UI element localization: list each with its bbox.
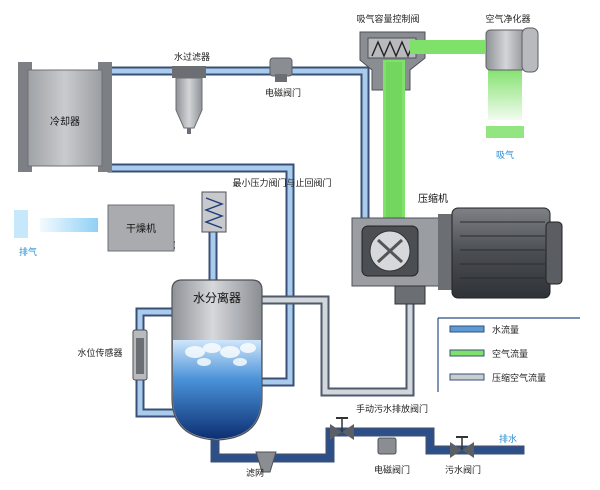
intake-label: 吸气 xyxy=(496,149,514,161)
solenoid-valve-bottom: 电磁阀门 xyxy=(374,437,410,476)
water-filter: 水过滤器 xyxy=(172,51,210,134)
exhaust-label: 排气 xyxy=(19,246,37,258)
legend: 水流量 空气流量 压缩空气流量 xyxy=(437,317,580,392)
air-filter-label: 空气净化器 xyxy=(485,13,530,25)
water-bubbles xyxy=(185,343,256,366)
legend-item-compressed-air: 压缩空气流量 xyxy=(449,372,546,384)
manual-drain-valve-label: 手动污水排放阀门 xyxy=(356,403,428,415)
manual-drain-valve: 手动污水排放阀门 xyxy=(330,403,428,440)
strainer: 滤网 xyxy=(246,451,277,479)
air-filter: 空气净化器 吸气 xyxy=(485,13,539,161)
solenoid-valve-bottom-label: 电磁阀门 xyxy=(374,464,410,476)
legend-item-water: 水流量 xyxy=(449,324,519,336)
svg-text:空气流量: 空气流量 xyxy=(492,348,528,360)
drain-label: 排水 xyxy=(499,433,517,445)
solenoid-valve-top: 电磁阀门 xyxy=(265,57,301,99)
level-sensor-label: 水位传感器 xyxy=(77,347,122,359)
compressor: 压缩机 xyxy=(351,192,448,305)
water-separator: 水分离器 xyxy=(171,279,263,441)
dryer: 干燥机 xyxy=(107,204,175,252)
cooler-label: 冷却器 xyxy=(50,115,80,128)
strainer-label: 滤网 xyxy=(246,467,264,479)
min-pressure-valve-label: 最小压力阀门与止回阀门 xyxy=(232,177,331,189)
intake-valve-label: 吸气容量控制阀 xyxy=(356,13,419,25)
drain-valve-label: 污水阀门 xyxy=(445,464,481,476)
separator-label: 水分离器 xyxy=(193,290,241,305)
cooler: 冷却器 xyxy=(18,62,112,172)
legend-item-air: 空气流量 xyxy=(449,348,528,360)
drain-valve: 污水阀门 xyxy=(445,436,481,476)
motor xyxy=(438,207,563,299)
compressor-label: 压缩机 xyxy=(418,192,448,205)
svg-text:压缩空气流量: 压缩空气流量 xyxy=(492,372,546,384)
min-pressure-valve: 最小压力阀门与止回阀门 xyxy=(201,177,332,233)
level-sensor: 水位传感器 xyxy=(77,329,148,381)
exhaust: 排气 xyxy=(14,210,98,258)
svg-text:水流量: 水流量 xyxy=(492,324,519,336)
solenoid-valve-top-label: 电磁阀门 xyxy=(265,87,301,99)
air-flow xyxy=(383,40,524,230)
water-filter-label: 水过滤器 xyxy=(174,51,210,63)
dryer-label: 干燥机 xyxy=(126,222,156,235)
